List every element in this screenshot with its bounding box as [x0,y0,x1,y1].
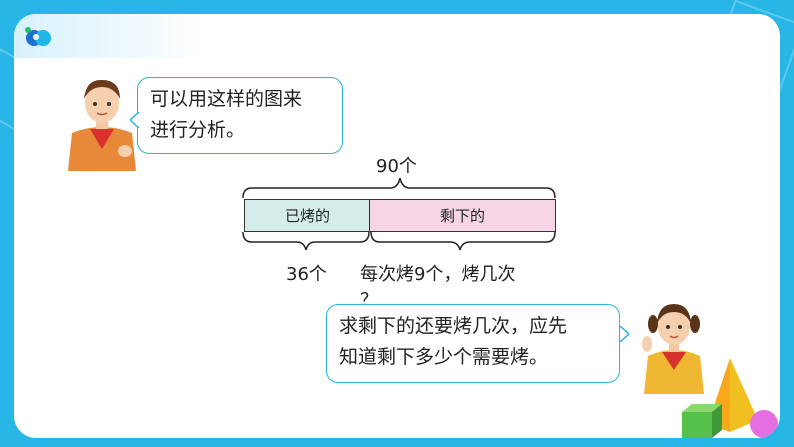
bubble-tail [619,326,629,342]
remaining-segment-label: 剩下的 [439,207,485,225]
boy-speech-bubble: 可以用这样的图来 进行分析。 [137,77,343,154]
content-card: 可以用这样的图来 进行分析。 90个 已烤的 剩下的 36个 每次烤9个，烤几次… [14,14,780,438]
total-brace [242,177,556,199]
girl-character [642,304,704,394]
part-braces [242,231,556,251]
girl-speech-bubble: 求剩下的还要烤几次，应先 知道剩下多少个需要烤。 [326,304,620,383]
baked-segment: 已烤的 [244,199,371,232]
baked-count: 36个 [286,264,327,285]
geometric-shapes-icon [682,358,778,438]
question-line-1: 每次烤9个，烤几次 [360,264,516,285]
boy-bubble-line-1: 可以用这样的图来 [150,88,303,110]
girl-bubble-line-2: 知道剩下多少个需要烤。 [339,346,549,368]
baked-segment-label: 已烤的 [284,207,330,225]
app-logo-icon [25,27,51,46]
remaining-segment: 剩下的 [369,199,556,232]
boy-character [68,79,136,171]
girl-bubble-line-1: 求剩下的还要烤几次，应先 [339,315,568,337]
bubble-tail [130,112,140,128]
total-label: 90个 [376,156,417,177]
boy-bubble-line-2: 进行分析。 [150,119,246,141]
